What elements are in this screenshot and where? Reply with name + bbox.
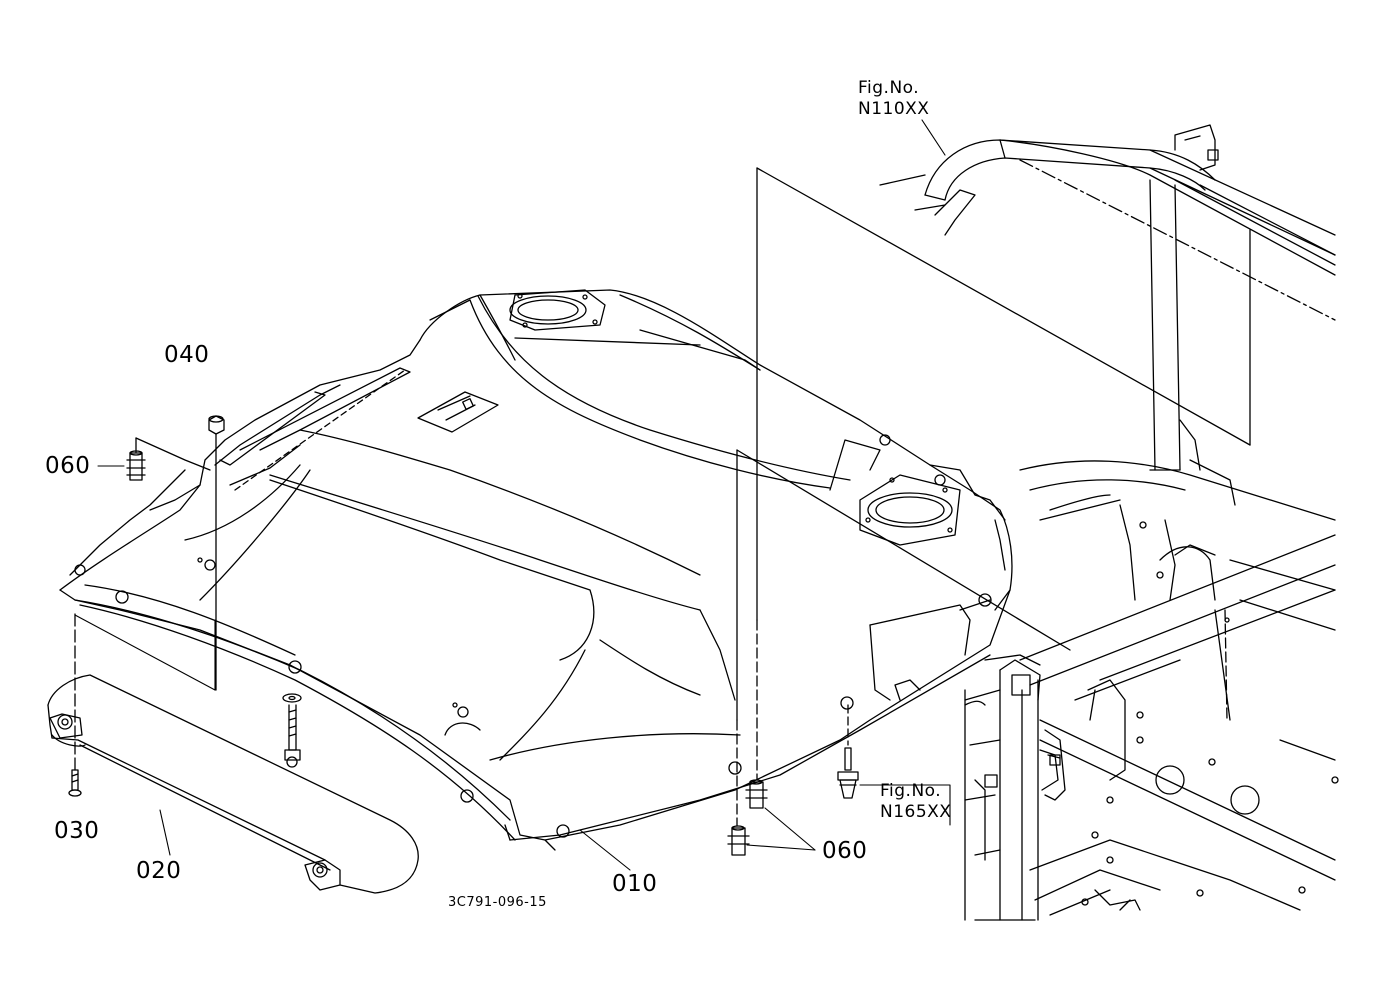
callout-020: 020	[136, 858, 182, 884]
ref-fig-n165: Fig.No. N165XX	[880, 781, 951, 823]
nut-040	[209, 416, 224, 690]
cab-frame	[880, 125, 1338, 920]
callout-060-left: 060	[45, 453, 91, 479]
callout-010: 010	[612, 871, 658, 897]
clip-060-right	[728, 620, 767, 855]
callout-060-right: 060	[822, 838, 868, 864]
ref-fig-n110-line1: Fig.No.	[858, 78, 920, 98]
leader-lines	[75, 120, 950, 870]
bolt-stack	[283, 694, 301, 767]
ref-fig-n165-line2: N165XX	[880, 802, 952, 822]
rear-window-outline	[737, 168, 1250, 720]
screw-030	[69, 614, 81, 796]
ref-fig-n110-line2: N110XX	[858, 99, 930, 119]
ref-fig-n110: Fig.No. N110XX	[858, 78, 929, 120]
ref-fig-n165-line1: Fig.No.	[880, 781, 942, 801]
clip-060-left	[127, 438, 210, 480]
roof-panel	[60, 290, 1012, 850]
drawing-code: 3C791-096-15	[448, 895, 547, 910]
sun-visor	[48, 675, 418, 893]
bolt-n165	[838, 705, 858, 798]
callout-030: 030	[54, 818, 100, 844]
callout-040: 040	[164, 342, 210, 368]
